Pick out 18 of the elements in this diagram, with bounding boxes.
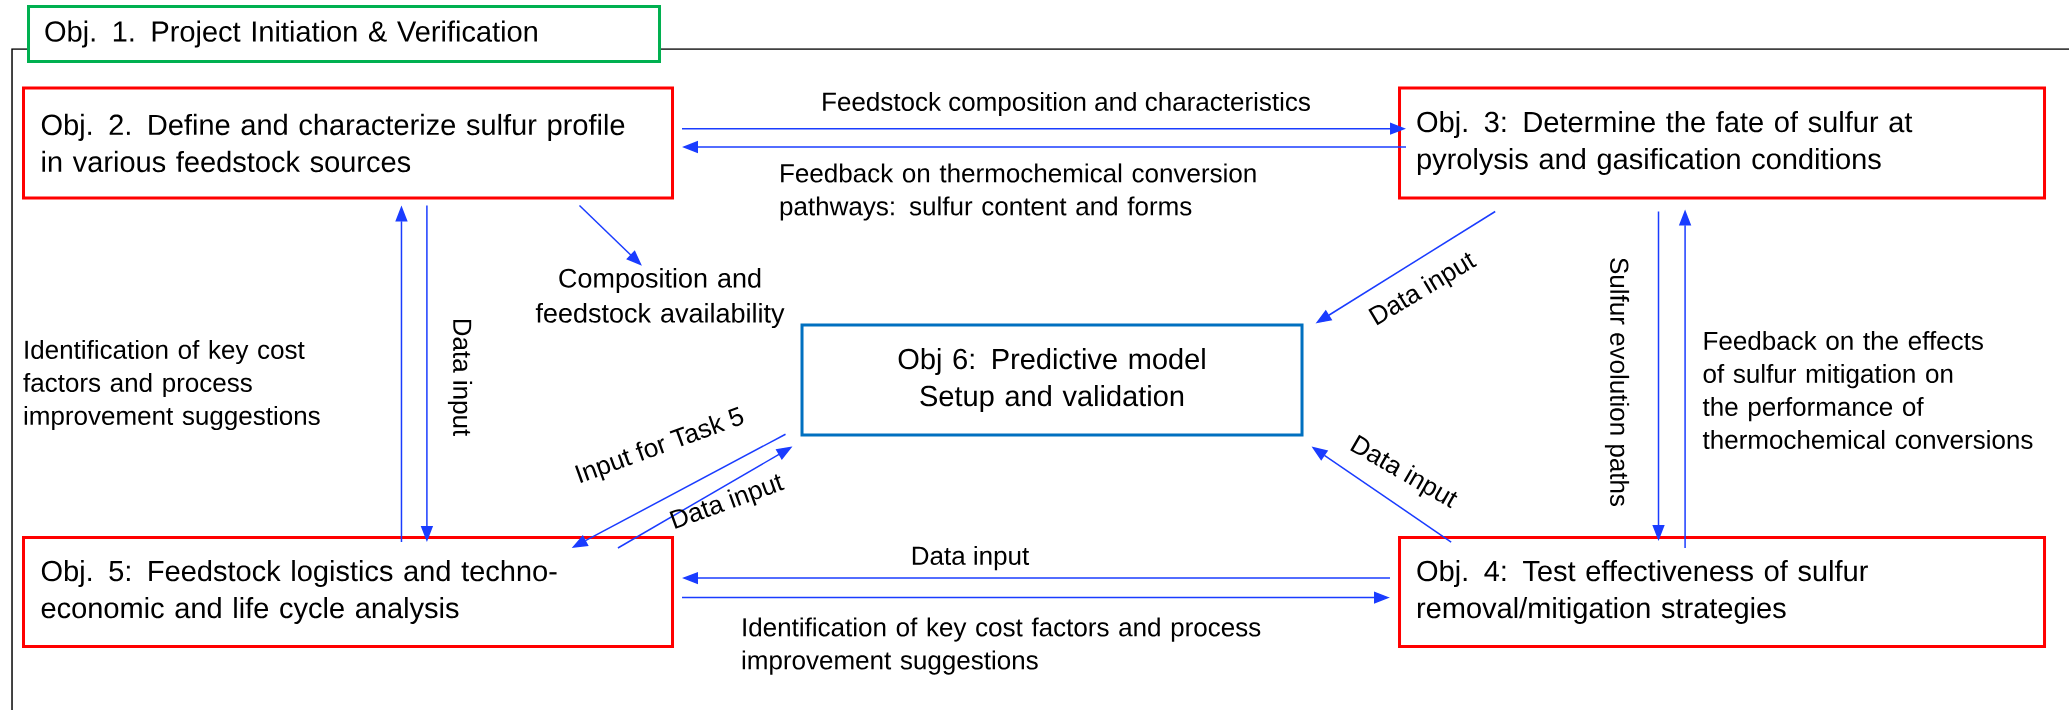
objective-box: Obj. 3: Determine the fate of sulfur at pyrolysis and gasification conditions bbox=[1398, 86, 2046, 200]
edge-label: Data input bbox=[912, 545, 1030, 571]
edge-label: Feedback on the effects of sulfur mitigation on the performance of thermochemical conversions bbox=[1702, 330, 2033, 450]
edge-label: Identification of key cost factors and process improvement suggestions bbox=[23, 339, 320, 431]
edge-label: Feedback on thermochemical conversion pathways: sulfur content and forms bbox=[780, 163, 1256, 221]
edge-label: Data input bbox=[1368, 252, 1478, 326]
edge-label: Feedstock composition and characteristics bbox=[823, 91, 1310, 117]
model-box: Obj 6: Predictive model Setup and validation bbox=[800, 323, 1304, 437]
objective-box: Obj. 5: Feedstock logistics and techno-economic and life cycle analysis bbox=[22, 536, 674, 648]
objective-box: Obj. 1. Project Initiation & Verification bbox=[27, 5, 661, 63]
note-text: Composition and feedstock availability bbox=[535, 267, 785, 329]
edge-label: Sulfur evolution paths bbox=[1604, 258, 1630, 507]
edge-label: Data input bbox=[1350, 434, 1458, 509]
arrow bbox=[578, 204, 642, 266]
objective-box: Obj. 2. Define and characterize sulfur profile in various feedstock sources bbox=[22, 86, 674, 200]
edge-label: Data input bbox=[447, 319, 473, 437]
edge-label: Identification of key cost factors and process improvement suggestions bbox=[742, 617, 1261, 675]
objective-box: Obj. 4: Test effectiveness of sulfur removal/mitigation strategies bbox=[1398, 536, 2046, 648]
